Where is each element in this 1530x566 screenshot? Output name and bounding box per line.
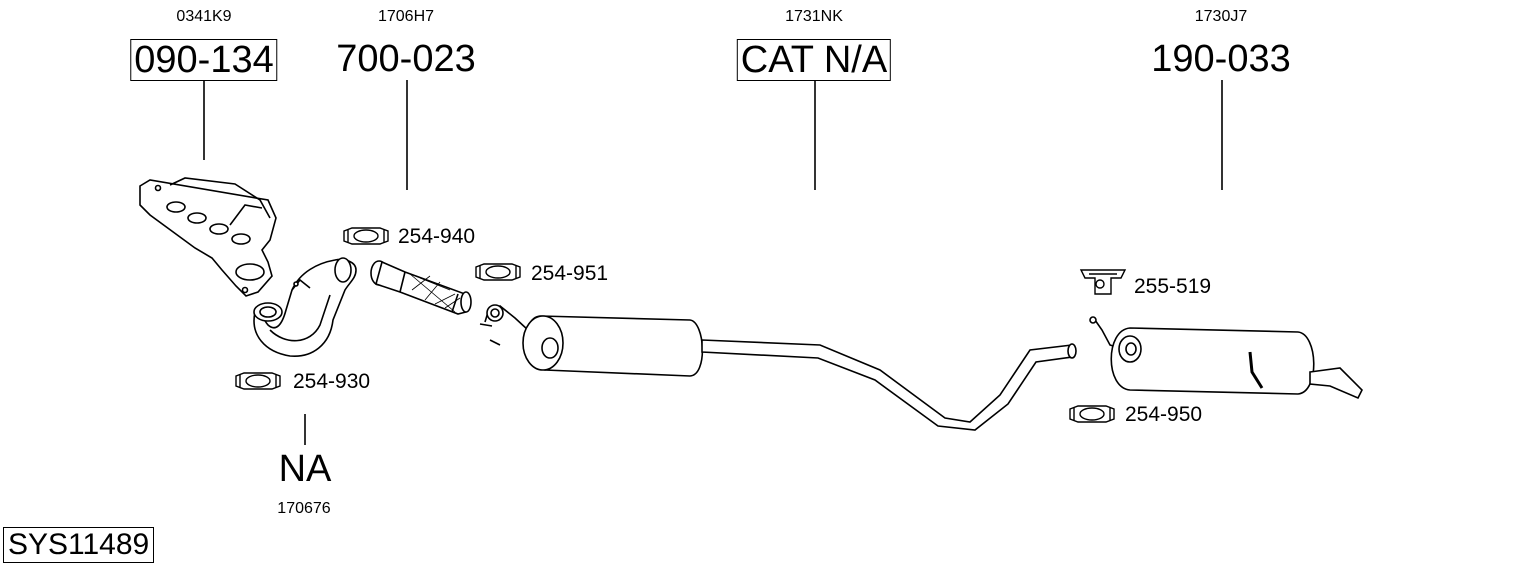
pipe-clamp-icon [343, 227, 389, 245]
pipe-clamp-icon [235, 372, 281, 390]
part-number-rear-silencer[interactable]: 190-033 [1151, 38, 1291, 80]
front-pipe-drawing [253, 257, 357, 357]
flex-pipe-drawing [370, 260, 472, 315]
part-number-manifold[interactable]: 090-134 [130, 39, 278, 81]
hanger-label-255-519[interactable]: 255-519 [1134, 275, 1212, 298]
part-number-flex-pipe[interactable]: 700-023 [336, 38, 476, 80]
system-code: SYS11489 [3, 527, 155, 563]
pipe-clamp-icon [1069, 405, 1115, 423]
pipe-clamp-icon [475, 263, 521, 281]
middle-silencer-drawing [479, 304, 1077, 431]
clamp-label-254-940[interactable]: 254-940 [398, 225, 476, 248]
exhaust-manifold-drawing [139, 177, 277, 297]
part-ref-manifold: 0341K9 [176, 8, 232, 25]
leader-lines [203, 80, 1223, 445]
rear-silencer-drawing [1089, 316, 1363, 400]
part-ref-catalyst: 1731NK [785, 8, 843, 25]
part-ref-flex-pipe: 1706H7 [377, 8, 435, 25]
part-number-catalyst[interactable]: CAT N/A [736, 39, 892, 81]
rubber-hanger-icon [1079, 269, 1127, 295]
clamp-label-254-930[interactable]: 254-930 [293, 370, 371, 393]
part-number-front-pipe[interactable]: NA [278, 448, 332, 490]
part-ref-front-pipe: 170676 [277, 500, 331, 517]
clamp-label-254-950[interactable]: 254-950 [1125, 403, 1203, 426]
part-ref-rear-silencer: 1730J7 [1194, 8, 1248, 25]
clamp-label-254-951[interactable]: 254-951 [531, 262, 609, 285]
